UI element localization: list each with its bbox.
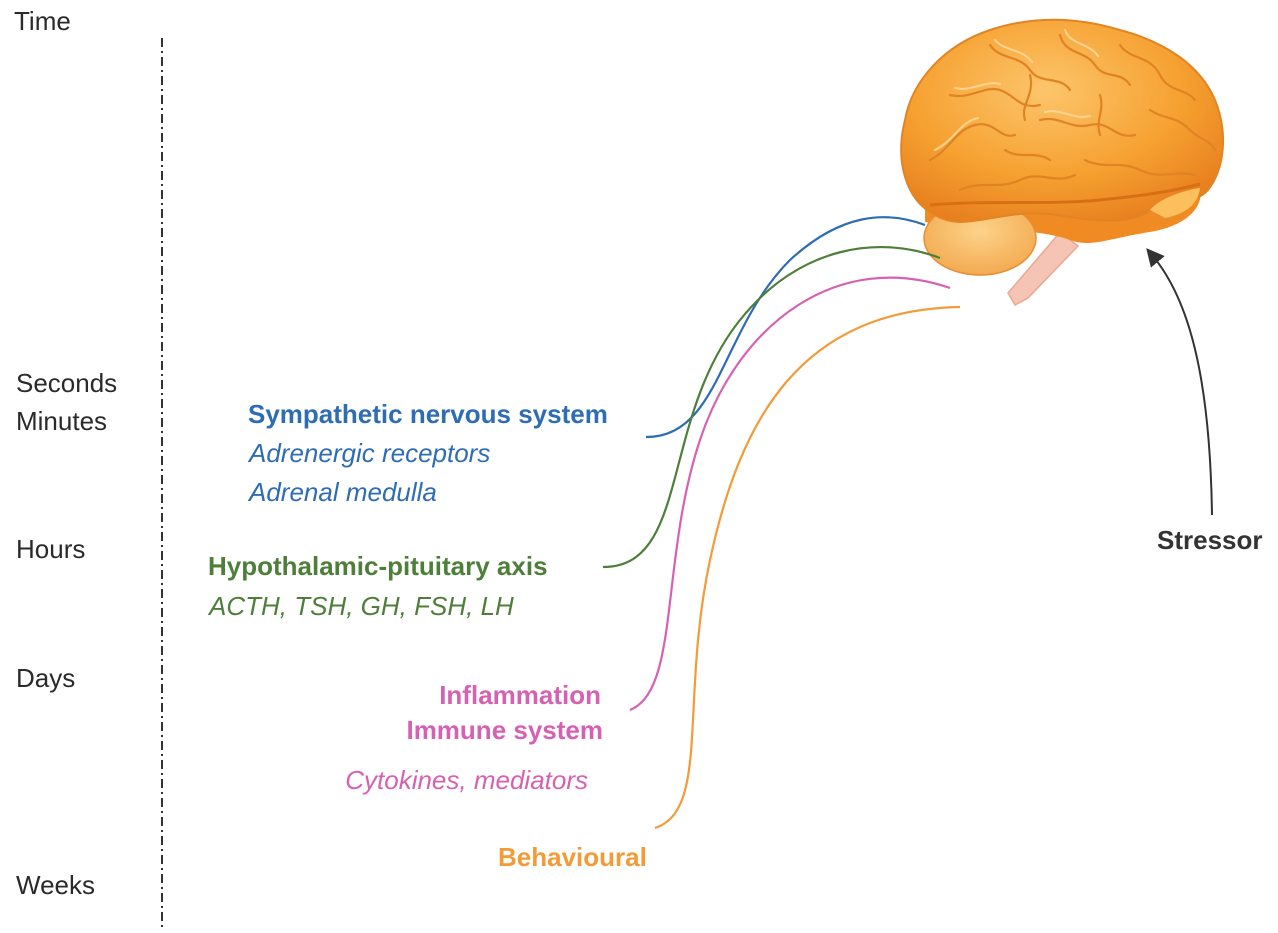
time-label-seconds: Seconds (16, 370, 117, 396)
time-label-hours: Hours (16, 536, 85, 562)
immune-connector (630, 278, 950, 710)
time-label-minutes: Minutes (16, 408, 107, 434)
hpa-connector (603, 247, 940, 567)
hpa-title: Hypothalamic-pituitary axis (208, 553, 548, 579)
immune-title-line-1: Inflammation (439, 682, 601, 708)
behavioural-connector (655, 307, 960, 828)
sympathetic-item-1: Adrenergic receptors (249, 440, 490, 466)
hpa-item-1: ACTH, TSH, GH, FSH, LH (209, 593, 514, 619)
time-label-days: Days (16, 665, 75, 691)
time-axis-title: Time (14, 8, 71, 34)
stressor-label: Stressor (1157, 527, 1263, 553)
behavioural-title: Behavioural (498, 844, 647, 870)
brain-illustration (901, 20, 1223, 305)
immune-item-1: Cytokines, mediators (345, 767, 588, 793)
immune-title-line-2: Immune system (406, 717, 603, 743)
sympathetic-connector (646, 217, 925, 437)
stressor-arrow (1152, 255, 1212, 515)
time-label-weeks: Weeks (16, 872, 95, 898)
sympathetic-title: Sympathetic nervous system (248, 401, 608, 427)
sympathetic-item-2: Adrenal medulla (249, 479, 437, 505)
